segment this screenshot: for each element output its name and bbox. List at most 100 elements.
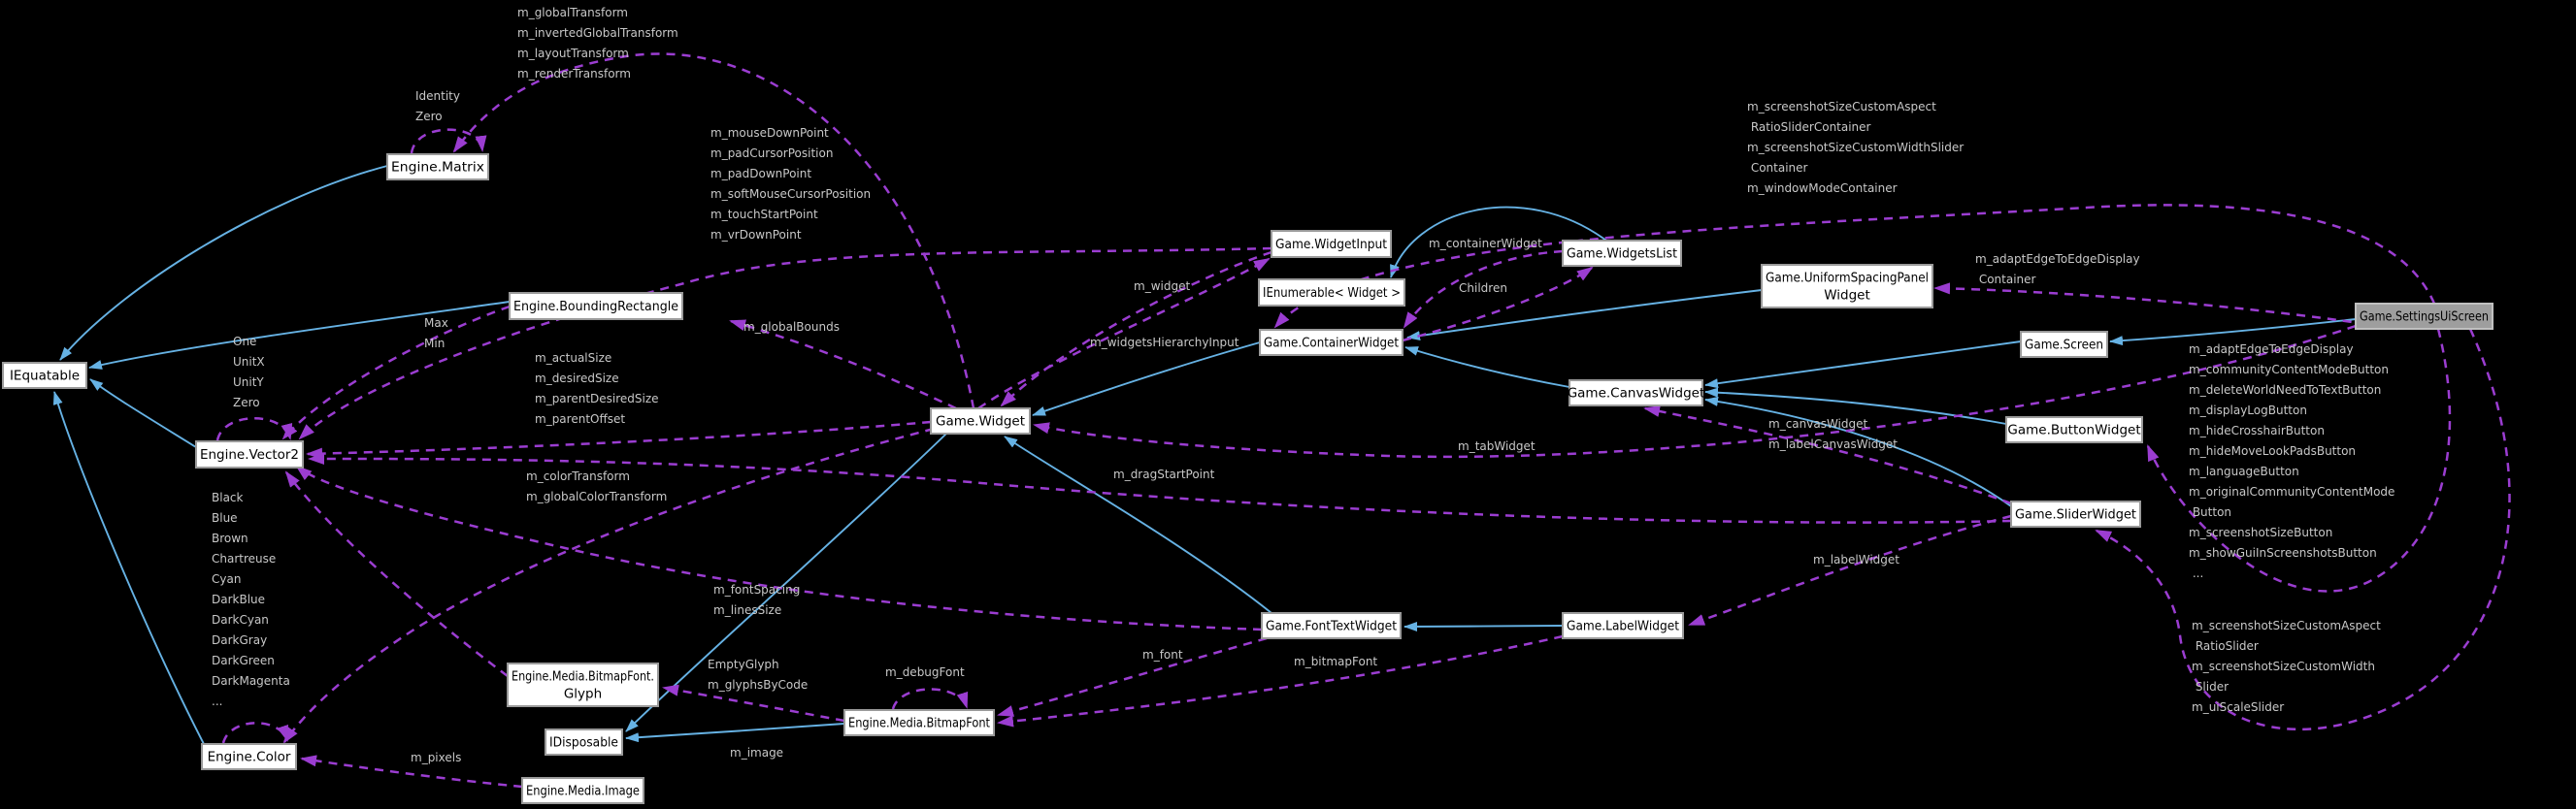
node-label: Engine.Matrix xyxy=(391,160,484,176)
edge-labelwidget-uses-bitmapfont xyxy=(997,634,1564,728)
edge-settingsuiscreen-inherits-screen xyxy=(2109,318,2357,346)
node-game-labelwidget[interactable]: Game.LabelWidget xyxy=(1562,612,1684,639)
edge-sliderwidget-uses-labelwidget xyxy=(1688,514,2012,627)
node-label: Engine.Vector2 xyxy=(200,447,299,463)
node-engine-media-bitmapfont[interactable]: Engine.Media.BitmapFont xyxy=(843,709,995,736)
node-game-screen[interactable]: Game.Screen xyxy=(2020,331,2108,358)
node-label: IEnumerable< Widget > xyxy=(1263,285,1401,301)
edge-label-debug-font-member: m_debugFont xyxy=(885,665,965,679)
node-label: Game.ContainerWidget xyxy=(1264,336,1399,351)
edge-sliderwidget-inherits-canvaswidget xyxy=(1704,396,2012,507)
edge-widget-uses-widgetinput xyxy=(977,257,1271,410)
node-game-widgetslist[interactable]: Game.WidgetsList xyxy=(1562,240,1682,267)
edge-screen-inherits-canvaswidget xyxy=(1704,340,2022,389)
edge-containerwidget-uses-widgetslist xyxy=(1402,266,1594,342)
node-game-widgetinput[interactable]: Game.WidgetInput xyxy=(1271,230,1392,258)
edge-label-global-bounds-member: m_globalBounds xyxy=(743,320,840,334)
edge-canvaswidget-inherits-containerwidget xyxy=(1404,346,1570,388)
edge-sliderwidget-uses-vector2 xyxy=(308,452,2012,524)
node-label: IEquatable xyxy=(10,369,80,384)
node-label: Game.SettingsUiScreen xyxy=(2360,309,2489,325)
node-label: Glyph xyxy=(564,687,602,702)
node-label: Game.ButtonWidget xyxy=(2007,423,2140,438)
node-label: Game.UniformSpacingPanel xyxy=(1766,271,1929,286)
edge-buttonwidget-inherits-canvaswidget xyxy=(1704,387,2007,425)
edge-label-widget-member: m_widget xyxy=(1134,279,1190,293)
node-game-buttonwidget[interactable]: Game.ButtonWidget xyxy=(2005,416,2143,443)
node-ienumerable-widget[interactable]: IEnumerable< Widget > xyxy=(1258,278,1405,307)
node-game-widget[interactable]: Game.Widget xyxy=(930,407,1031,435)
node-game-sliderwidget[interactable]: Game.SliderWidget xyxy=(2010,501,2141,528)
nodes-layer: Engine.MatrixIEquatableEngine.Vector2Eng… xyxy=(2,153,2493,804)
edge-label-settings-container-members: m_screenshotSizeCustomAspect RatioSlider… xyxy=(1747,100,1964,195)
edge-label-pixels-member: m_pixels xyxy=(411,751,461,764)
edge-widget-uses-color xyxy=(282,427,935,744)
node-game-canvaswidget[interactable]: Game.CanvasWidget xyxy=(1568,379,1705,406)
edge-fonttextwidget-uses-vector2 xyxy=(295,465,1263,631)
node-label: Engine.BoundingRectangle xyxy=(513,299,678,314)
edge-label-container-widget-member: m_containerWidget xyxy=(1429,237,1542,250)
node-engine-vector2[interactable]: Engine.Vector2 xyxy=(195,440,304,469)
node-label: Game.CanvasWidget xyxy=(1568,386,1705,402)
edge-labelwidget-inherits-fonttextwidget xyxy=(1404,621,1564,631)
edge-widgetinput-uses-widget xyxy=(1000,250,1272,407)
node-game-containerwidget[interactable]: Game.ContainerWidget xyxy=(1259,329,1404,356)
node-label: Engine.Media.BitmapFont. xyxy=(512,669,654,685)
node-engine-media-bitmapfont-glyph[interactable]: Engine.Media.BitmapFont. Glyph xyxy=(507,663,659,707)
edge-label-font-member: m_font xyxy=(1142,648,1183,662)
edge-label-label-widget-member: m_labelWidget xyxy=(1813,553,1899,566)
edge-settingsuiscreen-uses-containerwidget xyxy=(1273,204,2436,329)
edge-glyph-uses-vector2 xyxy=(284,470,509,678)
edge-bitmapfont-self-usage xyxy=(891,688,969,710)
edge-matrix-inherits-iequatable xyxy=(59,165,388,361)
edge-widgetinput-uses-vector2 xyxy=(298,246,1272,440)
edge-bitmapfont-inherits-idisposable xyxy=(625,723,845,743)
node-idisposable[interactable]: IDisposable xyxy=(545,728,623,756)
edge-vector2-inherits-iequatable xyxy=(89,378,197,448)
node-game-settingsuiscreen[interactable]: Game.SettingsUiScreen xyxy=(2355,303,2493,330)
edge-settingsuiscreen-uses-uniformspacingpanel xyxy=(1933,282,2398,331)
edge-vector2-self-usage xyxy=(215,417,293,441)
edge-boundingrectangle-uses-vector2 xyxy=(281,305,511,440)
node-label: Game.LabelWidget xyxy=(1567,619,1679,634)
node-label: Game.Screen xyxy=(2025,338,2103,353)
edge-settingsuiscreen-uses-sliderwidget xyxy=(2095,328,2511,730)
node-iequatable[interactable]: IEquatable xyxy=(2,362,87,389)
node-label: Engine.Color xyxy=(208,750,291,765)
edge-label-widgets-hierarchy-input-member: m_widgetsHierarchyInput xyxy=(1090,336,1239,349)
node-label: Game.SliderWidget xyxy=(2015,507,2136,523)
edge-label-image-member: m_image xyxy=(730,746,783,760)
edge-label-adapt-edge-container-member: m_adaptEdgeToEdgeDisplay Container xyxy=(1975,252,2140,286)
node-label: Game.WidgetsList xyxy=(1567,246,1677,262)
edge-widget-uses-matrix xyxy=(452,52,975,409)
node-engine-media-image[interactable]: Engine.Media.Image xyxy=(521,777,644,804)
node-game-fonttextwidget[interactable]: Game.FontTextWidget xyxy=(1261,612,1402,639)
node-engine-boundingrectangle[interactable]: Engine.BoundingRectangle xyxy=(509,292,683,320)
node-label: Game.WidgetInput xyxy=(1275,237,1387,252)
node-engine-color[interactable]: Engine.Color xyxy=(201,743,297,770)
node-label: Game.Widget xyxy=(936,414,1025,430)
edge-image-uses-color xyxy=(300,755,523,789)
edge-color-inherits-iequatable xyxy=(52,391,205,745)
edges-layer xyxy=(52,52,2511,789)
edge-matrix-self-usage xyxy=(410,128,487,154)
edge-uniformspacingpanel-inherits-containerwidget xyxy=(1406,289,1763,341)
edge-fonttextwidget-uses-bitmapfont xyxy=(997,636,1268,717)
node-engine-matrix[interactable]: Engine.Matrix xyxy=(386,153,489,180)
edge-sliderwidget-uses-canvaswidget xyxy=(1643,405,2012,505)
edge-label-bitmap-font-member: m_bitmapFont xyxy=(1294,655,1377,668)
edge-widget-uses-vector2 xyxy=(306,420,932,460)
edge-containerwidget-inherits-widget xyxy=(1032,341,1261,416)
